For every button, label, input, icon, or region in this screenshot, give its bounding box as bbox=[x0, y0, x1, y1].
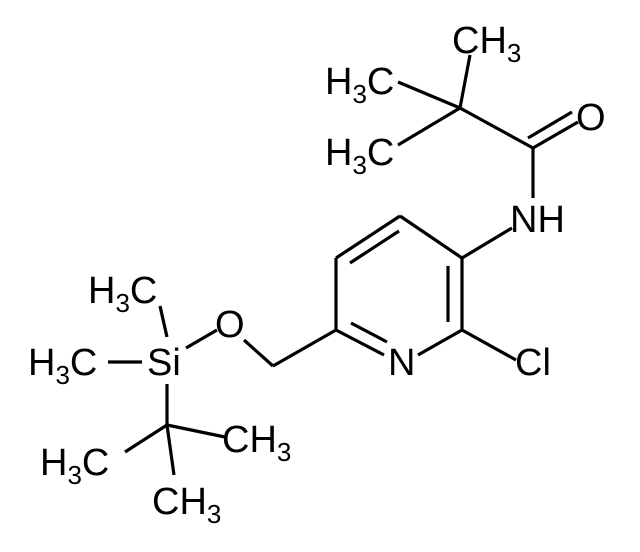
atom-h3c-lower: H3C bbox=[325, 132, 394, 180]
atom-chlorine: Cl bbox=[515, 342, 551, 384]
atom-amide-nitrogen: NH bbox=[510, 199, 565, 241]
atom-h3c-upper: H3C bbox=[325, 61, 394, 109]
bond-quatC-h3c-lower bbox=[397, 106, 461, 147]
bond-ring-c4-c5 bbox=[335, 214, 401, 260]
bond-nitrogen-ring bbox=[461, 226, 513, 260]
bond-quatC-h3c-upper bbox=[397, 80, 461, 110]
bond-ring-c6-n1-inner bbox=[350, 321, 388, 344]
bond-ch2-oxygen bbox=[242, 338, 275, 368]
bond-oxygen-silicon bbox=[185, 328, 218, 350]
bond-lines bbox=[108, 54, 579, 476]
atom-si-methyl-upper: H3C bbox=[88, 270, 157, 318]
bond-tbu-ch3-right bbox=[166, 423, 226, 439]
atom-tbu-methyl-right: CH3 bbox=[222, 419, 291, 467]
bond-silicon-methyl-upper bbox=[158, 305, 169, 338]
bond-quatC-carbonyl bbox=[459, 106, 534, 150]
atom-pyridine-nitrogen: N bbox=[388, 342, 415, 384]
bond-carbonyl-oxygen-2 bbox=[527, 110, 573, 140]
atom-ether-oxygen: O bbox=[215, 304, 245, 346]
atom-silicon: Si bbox=[147, 342, 181, 384]
atom-labels: CH3 H3C H3C O NH N Cl O Si H3C H3C CH3 H… bbox=[28, 20, 606, 529]
atom-tbu-methyl-left: H3C bbox=[40, 442, 109, 490]
bond-ring-c6-n1 bbox=[335, 328, 385, 357]
bond-ring-ch2 bbox=[272, 328, 337, 368]
bond-quatC-ch3top bbox=[458, 54, 472, 109]
bond-ring-n1-c2 bbox=[417, 328, 463, 357]
bond-carbonyl-oxygen-1 bbox=[532, 120, 579, 150]
bond-ring-c4-c5-inner bbox=[349, 229, 400, 265]
atom-tbu-methyl-bottom: CH3 bbox=[152, 481, 221, 529]
atom-methyl-top: CH3 bbox=[452, 20, 521, 68]
atom-si-methyl-left: H3C bbox=[28, 342, 97, 390]
bond-ring-c3-c4 bbox=[399, 214, 463, 260]
atom-carbonyl-oxygen: O bbox=[576, 97, 606, 139]
bond-ring-chlorine bbox=[461, 328, 517, 362]
bond-tbu-h3c-left bbox=[124, 423, 168, 454]
bond-tbu-ch3-bottom bbox=[165, 424, 176, 476]
